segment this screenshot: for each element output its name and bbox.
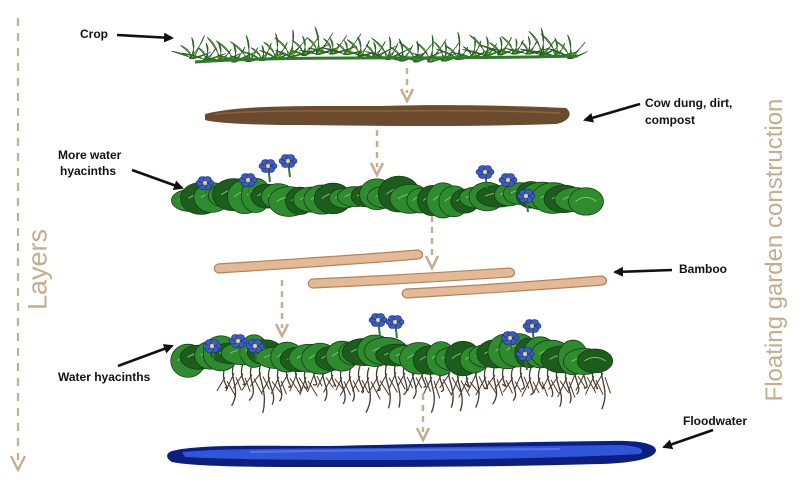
water-hyacinths-layer [170, 313, 614, 378]
floodwater-layer [167, 440, 657, 467]
bamboo-layer [213, 249, 608, 299]
hyacinth-flower-icon [385, 315, 405, 339]
bamboo-label: Bamboo [679, 262, 727, 276]
root-strand [232, 363, 251, 392]
root-strand [351, 365, 369, 394]
crop-tuft [462, 34, 505, 57]
root-strand [494, 365, 514, 394]
root-strand [484, 364, 504, 405]
hyacinth-flower-icon [202, 339, 222, 363]
root-strand [261, 367, 282, 406]
dashed-down-arrow-icon [424, 216, 440, 271]
root-strand [502, 367, 522, 402]
hyacinth-flower-icon [258, 159, 278, 183]
bamboo-pole [401, 275, 608, 299]
floating-garden-side-title: Floating garden construction [761, 98, 788, 402]
hyacinth-flower-icon [500, 331, 520, 355]
hyacinth-flower-icon [368, 313, 388, 337]
hyacinth-flower-icon [228, 334, 248, 358]
water-hyacinths-arrow-icon [117, 344, 174, 368]
crop-arrow-icon [116, 32, 174, 43]
crop-label: Crop [80, 27, 108, 41]
hyacinth-flower-icon [498, 173, 518, 197]
bamboo-arrow-icon [613, 266, 673, 277]
dashed-down-arrow-icon [399, 68, 415, 104]
dashed-down-arrow-icon [369, 130, 385, 178]
cow-dung-label-line2: compost [645, 113, 696, 127]
hyacinth-flower-icon [522, 319, 542, 343]
more-water-label: More water [58, 148, 122, 162]
root-strand [360, 367, 381, 413]
root-strand [339, 366, 360, 402]
crop-tuft [346, 36, 376, 57]
crop-tuft [519, 27, 558, 56]
label-arrows [116, 32, 714, 450]
cow-dung-label: Cow dung, dirt, [645, 96, 733, 110]
hyacinth-flower-icon [515, 347, 535, 371]
crop-tuft [274, 29, 313, 58]
more-water-arrow-icon [131, 168, 184, 190]
floodwater-label: Floodwater [683, 414, 748, 428]
more-water-hyacinths-layer [171, 154, 604, 219]
layers-side-title: Layers [22, 228, 53, 311]
hyacinth-flower-icon [516, 189, 536, 213]
hyacinth-flower-icon [238, 173, 258, 197]
layer-arrows [274, 68, 440, 443]
hyacinth-flower-icon [195, 176, 215, 200]
root-strand [225, 362, 242, 407]
hyacinth-flower-icon [475, 165, 495, 189]
dashed-down-arrow-icon [274, 280, 290, 339]
cow-dung-layer [205, 105, 570, 126]
more-water-label-line2: hyacinths [60, 164, 117, 178]
water-hyacinths-label: Water hyacinths [58, 370, 151, 384]
root-strand [521, 367, 540, 397]
bamboo-pole [307, 267, 516, 289]
cow-dung-arrow-icon [583, 102, 641, 123]
root-strand [388, 362, 406, 408]
crop-layer [171, 26, 588, 64]
hyacinth-flower-icon [278, 154, 298, 178]
bamboo-pole [213, 249, 424, 274]
floodwater-arrow-icon [662, 428, 714, 450]
root-strand [270, 366, 287, 402]
crop-tuft [364, 36, 412, 60]
root-strand [376, 363, 398, 409]
hyacinth-flower-icon [245, 339, 265, 363]
dashed-down-arrow-icon [415, 394, 431, 443]
hyacinth-roots [216, 361, 611, 414]
root-strand [335, 367, 352, 405]
layers-dashed-arrow-icon [9, 18, 27, 473]
